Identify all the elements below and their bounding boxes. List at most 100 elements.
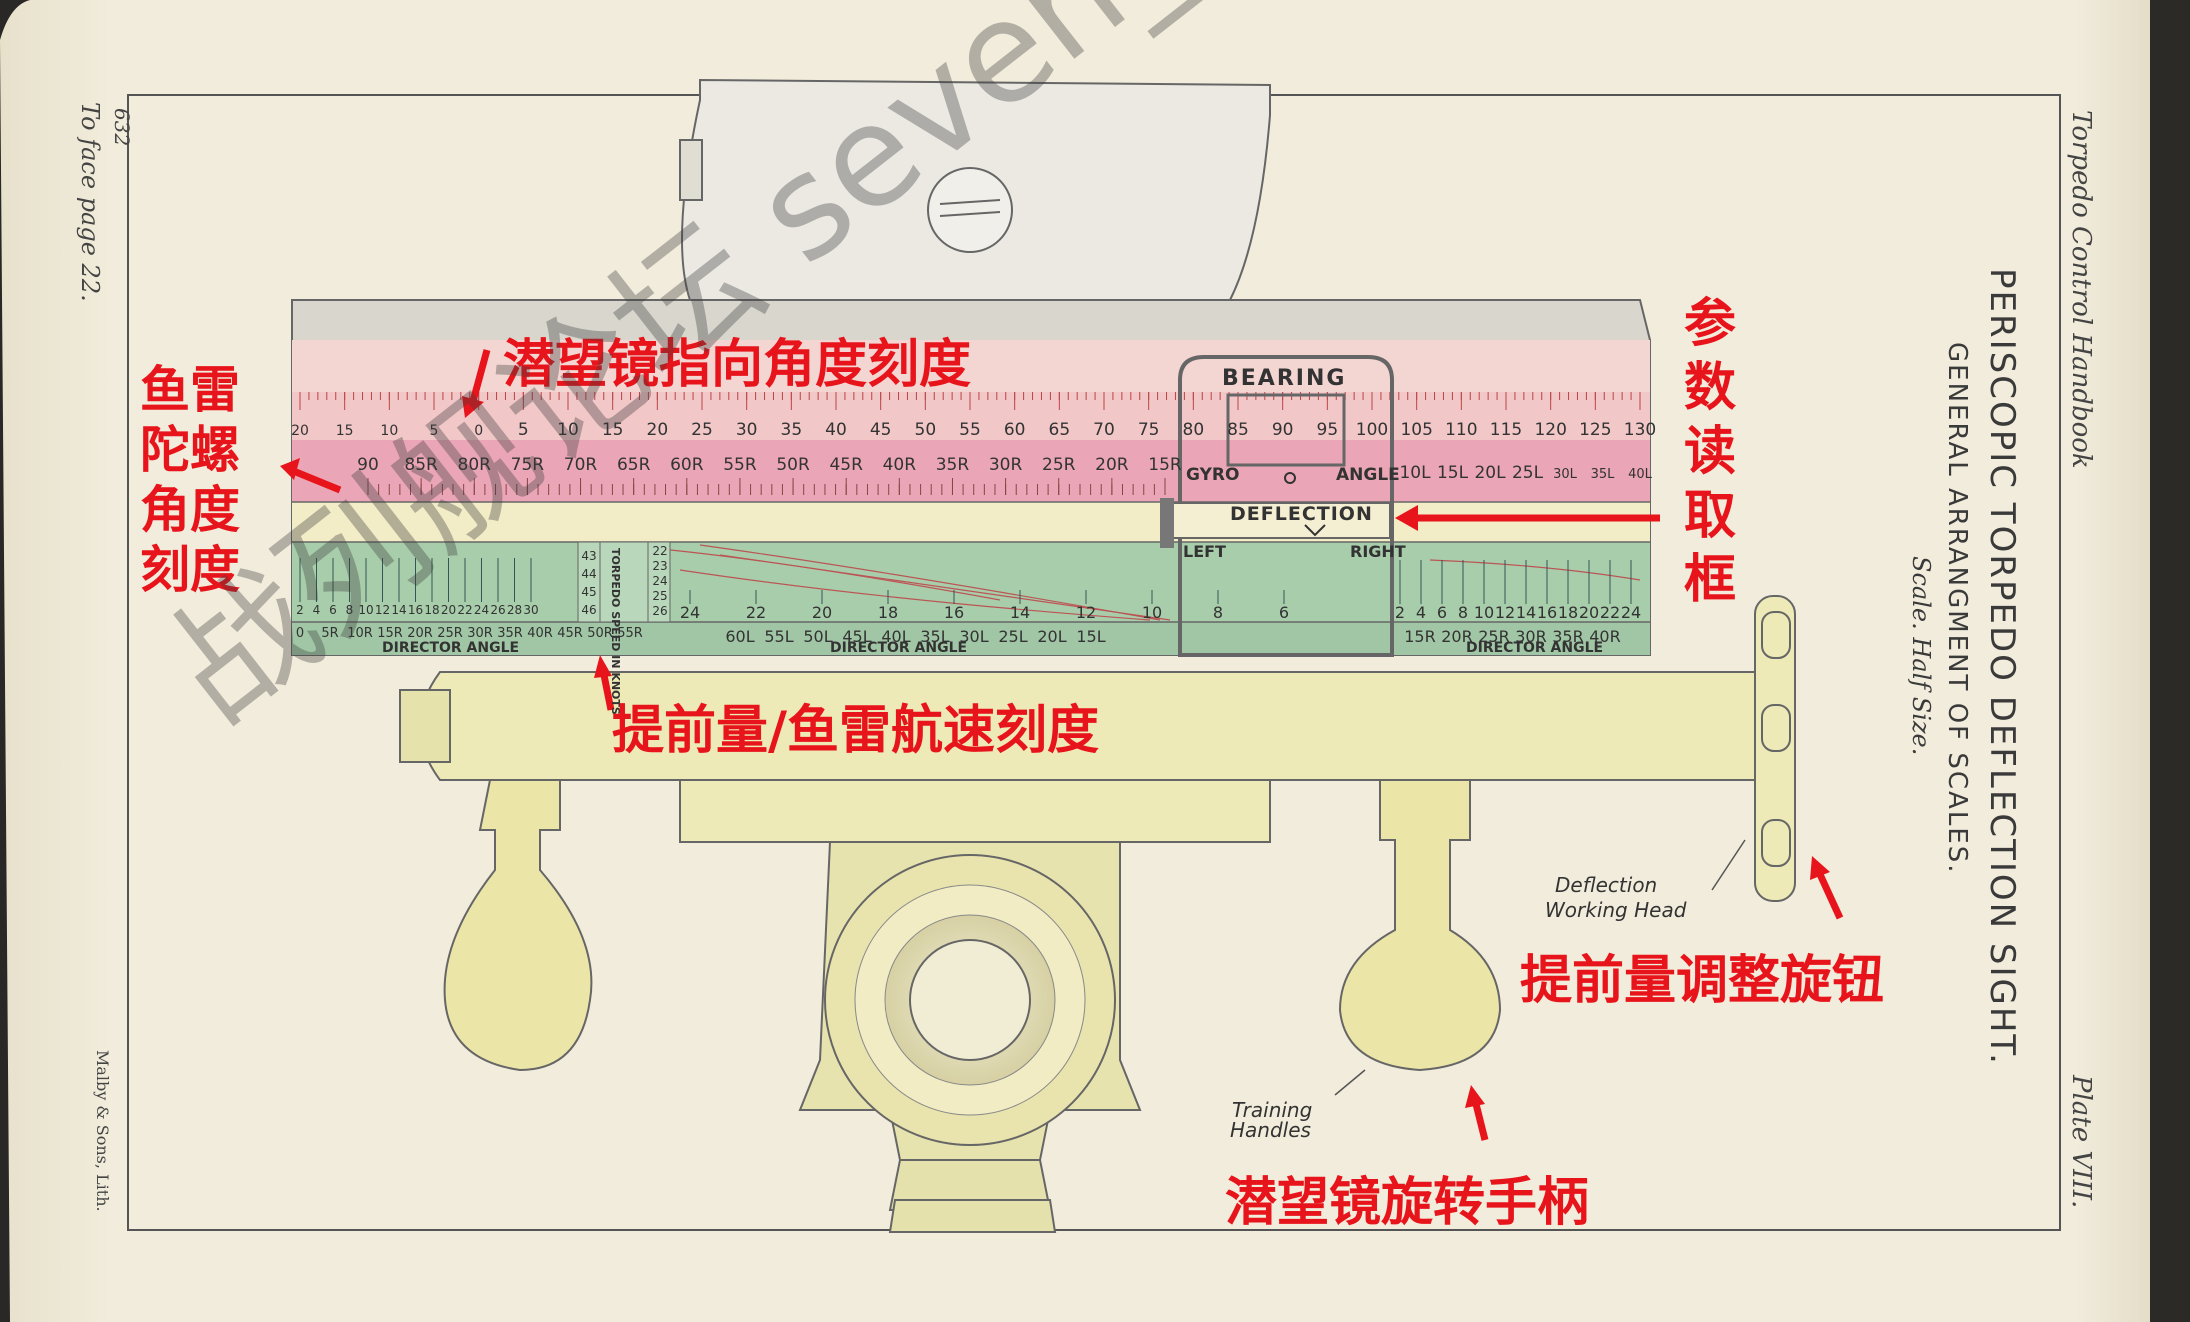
gyro-label: 65R: [617, 455, 651, 475]
annotation-reading-frame: 参 数 读 取 框: [1680, 292, 1740, 612]
bearing-label: 45: [870, 420, 892, 440]
gyro-label: 45R: [829, 455, 863, 475]
bearing-label: 0: [474, 423, 483, 439]
gyro-label: 70R: [564, 455, 598, 475]
annotation-deflection-knob: 提前量调整旋钮: [1520, 951, 1885, 1011]
gyro-label-left: 40L: [1628, 467, 1653, 482]
deflection-label: 4: [313, 603, 321, 617]
deflection-label: 18: [878, 603, 898, 622]
speed-value: 22: [652, 544, 667, 558]
director-label: 45R: [557, 626, 583, 641]
director-label: 0: [296, 626, 304, 641]
director-label: 5R: [321, 626, 338, 641]
annotation-frame-char-4: 取: [1683, 486, 1736, 546]
deflection-label: 10: [358, 603, 373, 617]
gyro-label-left: 35L: [1591, 467, 1616, 482]
annotation-frame-char-2: 数: [1683, 358, 1736, 418]
director-label: 15R: [377, 626, 403, 641]
gyro-label: 85R: [404, 455, 438, 475]
director-label: 50R: [587, 626, 613, 641]
gyro-label: 80R: [458, 455, 492, 475]
bearing-label: 70: [1093, 420, 1115, 440]
bearing-label: 115: [1490, 420, 1522, 440]
deflection-tick-marks: [299, 558, 1632, 604]
gyro-label: 50R: [776, 455, 810, 475]
deflection-label: 14: [1010, 603, 1030, 622]
bearing-label: 15: [602, 420, 624, 440]
bearing-label: 120: [1534, 420, 1566, 440]
annotation-frame-char-3: 读: [1683, 422, 1736, 482]
gyro-label-left: 10L: [1399, 463, 1431, 483]
speed-value: 44: [581, 567, 596, 581]
director-label: 30R: [467, 626, 493, 641]
annotation-frame-char-5: 框: [1683, 550, 1736, 610]
speed-value: 25: [652, 589, 667, 603]
bearing-label: 40: [825, 420, 847, 440]
deflection-label: 8: [1458, 603, 1468, 622]
bearing-label: 130: [1624, 420, 1656, 440]
deflection-label: 16: [408, 603, 423, 617]
bearing-label: 110: [1445, 420, 1477, 440]
deflection-label: 2: [1395, 603, 1405, 622]
bearing-label: 125: [1579, 420, 1611, 440]
bearing-label: 5: [518, 420, 529, 440]
director-label: 35R: [497, 626, 523, 641]
annotation-gyro-angle-scale: 鱼雷 陀螺 角度 刻度: [140, 360, 240, 600]
bearing-label: 20: [291, 423, 309, 439]
speed-value: 43: [581, 549, 596, 563]
annotation-gyro-line-4: 刻度: [140, 541, 240, 599]
director-label: 35R: [1552, 627, 1583, 646]
director-label: 55R: [617, 626, 643, 641]
deflection-label: 8: [1213, 603, 1223, 622]
deflection-label: 26: [490, 603, 505, 617]
annotation-bearing-scale: 潜望镜指向角度刻度: [503, 335, 972, 395]
director-label: 15L: [1076, 627, 1105, 646]
bearing-label: 75: [1138, 420, 1160, 440]
gyro-label: 25R: [1042, 455, 1076, 475]
deflection-label: 20: [1579, 603, 1599, 622]
director-label: 30R: [1515, 627, 1546, 646]
director-label: 30L: [959, 627, 988, 646]
bearing-label: 105: [1400, 420, 1432, 440]
deflection-head-label-2: Working Head: [1545, 898, 1687, 922]
bearing-label: 55: [959, 420, 981, 440]
bearing-label: 95: [1317, 420, 1339, 440]
deflection-head-label-1: Deflection: [1555, 873, 1658, 897]
director-label: 50L: [803, 627, 832, 646]
gyro-label-left: 30L: [1553, 467, 1578, 482]
deflection-label: 6: [329, 603, 337, 617]
bearing-label: 35: [781, 420, 803, 440]
deflection-label: 24: [474, 603, 489, 617]
gyro-label: 75R: [511, 455, 545, 475]
deflection-label: 16: [944, 603, 964, 622]
speed-column-label: TORPEDO SPEED IN KNOTS: [609, 548, 622, 715]
gyro-label: 60R: [670, 455, 704, 475]
director-label-right: DIRECTOR ANGLE: [1466, 640, 1603, 656]
director-label: 20L: [1037, 627, 1066, 646]
annotation-deflection-speed-scale: 提前量/鱼雷航速刻度: [612, 701, 1099, 761]
deflection-label: 28: [507, 603, 522, 617]
bearing-label: 90: [1272, 420, 1294, 440]
bearing-label: 20: [647, 420, 669, 440]
director-label: 25R: [1478, 627, 1509, 646]
deflection-label: 30: [523, 603, 538, 617]
frame-left-label: LEFT: [1183, 542, 1226, 561]
gyro-label: 40R: [883, 455, 917, 475]
speed-value: 23: [652, 559, 667, 573]
annotation-gyro-line-2: 陀螺: [140, 421, 240, 479]
gyro-label: 30R: [989, 455, 1023, 475]
annotation-arrows: [280, 349, 1844, 1141]
gyro-label: 20R: [1095, 455, 1129, 475]
deflection-label: 6: [1279, 603, 1289, 622]
speed-value: 26: [652, 604, 667, 618]
director-label: 45L: [842, 627, 871, 646]
deflection-label: 12: [1495, 603, 1515, 622]
director-label: 25L: [998, 627, 1027, 646]
training-handles-label-2: Handles: [1230, 1118, 1311, 1142]
bearing-label: 5: [430, 423, 439, 439]
